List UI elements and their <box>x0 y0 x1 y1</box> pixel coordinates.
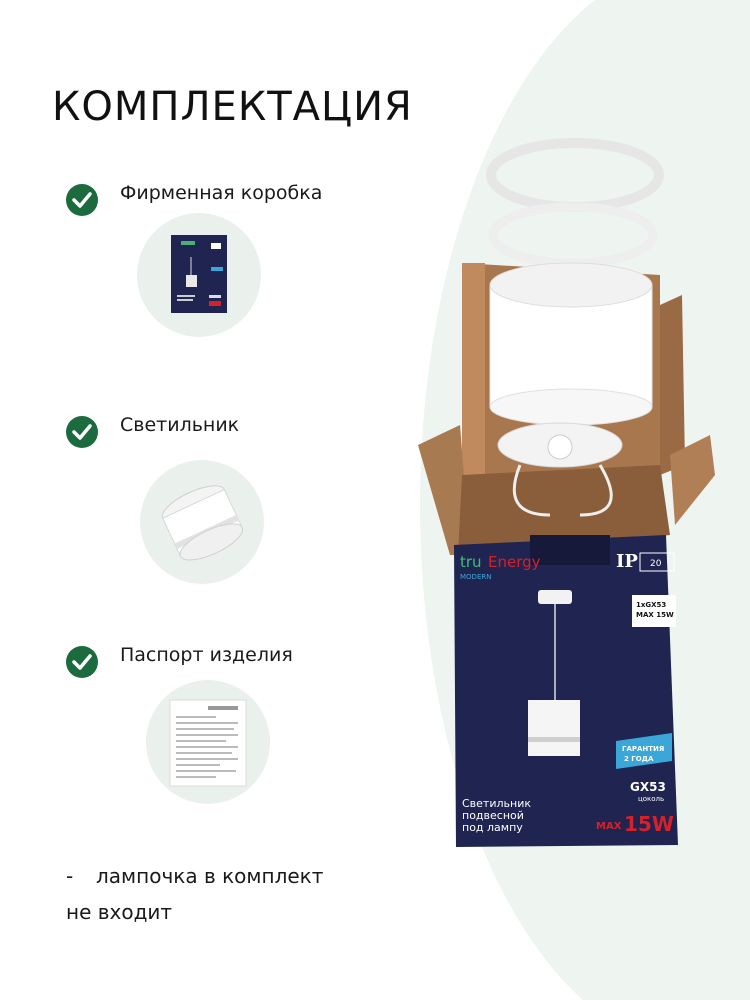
note-line-1: лампочка в комплект <box>96 864 324 888</box>
bulb-not-included-note: -лампочка в комплект не входит <box>66 858 323 930</box>
box-brand-a: tru <box>460 553 482 571</box>
item-label: Паспорт изделия <box>120 644 293 666</box>
box-ip-label: IP <box>616 551 638 572</box>
box-max-b: 15W <box>624 812 674 836</box>
box-guarantee-2: 2 ГОДА <box>624 755 654 763</box>
box-thumbnail <box>137 213 261 337</box>
box-spec-1: 1xGX53 <box>636 601 666 609</box>
box-desc-1: Светильник <box>462 797 531 810</box>
box-desc-2: подвесной <box>462 809 524 822</box>
check-icon <box>66 646 98 678</box>
box-brand-sub: MODERN <box>460 573 491 581</box>
product-photo: tru Energy MODERN IP 20 1xGX53 MAX 15W Г… <box>410 135 730 855</box>
page-title: КОМПЛЕКТАЦИЯ <box>52 84 413 130</box>
check-icon <box>66 416 98 448</box>
box-base: GX53 <box>630 780 666 794</box>
item-label: Фирменная коробка <box>120 182 323 204</box>
box-spec-2: MAX 15W <box>636 611 674 619</box>
note-dash: - <box>66 864 74 888</box>
box-guarantee-1: ГАРАНТИЯ <box>622 745 664 753</box>
box-brand-b: Energy <box>488 553 541 571</box>
box-base-sub: цоколь <box>638 795 664 803</box>
box-ip-value: 20 <box>650 559 662 569</box>
item-label: Светильник <box>120 414 240 436</box>
note-line-2: не входит <box>66 900 173 924</box>
box-desc-3: под лампу <box>462 821 523 834</box>
check-icon <box>66 184 98 216</box>
box-max-a: MAX <box>596 821 622 832</box>
luminaire-thumbnail <box>140 460 264 584</box>
passport-thumbnail <box>146 680 270 804</box>
